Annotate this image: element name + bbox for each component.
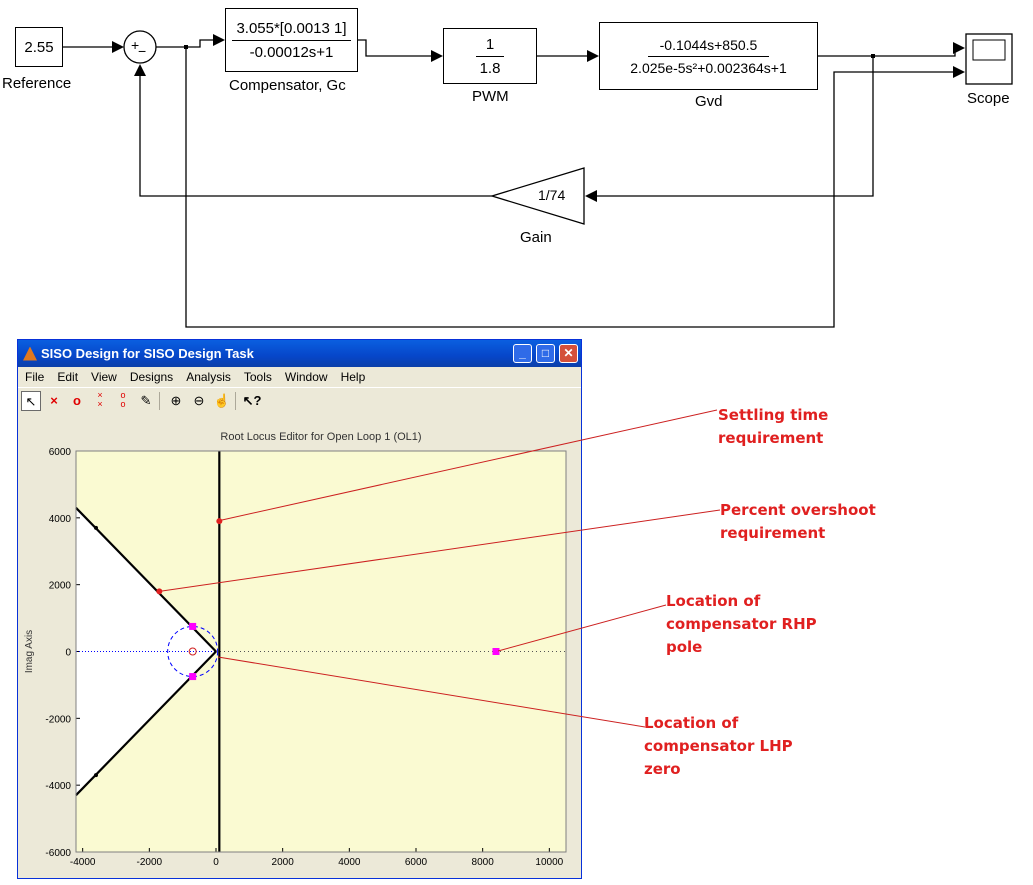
compensator-label: Compensator, Gc [229,77,346,94]
gvd-numerator: -0.1044s+850.5 [647,37,770,57]
closed-loop-pole-marker [492,648,500,655]
eraser-icon[interactable]: ✎ [140,393,152,408]
y-tick-label: 2000 [49,581,72,592]
reference-block[interactable]: 2.55 [15,27,63,67]
zoom-out-icon[interactable]: ⊖ [193,393,205,408]
menu-edit[interactable]: Edit [57,370,79,384]
compensator-denominator: -0.00012s+1 [249,43,334,61]
menu-designs[interactable]: Designs [129,370,174,384]
gvd-block[interactable]: -0.1044s+850.5 2.025e-5s²+0.002364s+1 [599,22,818,90]
toolbar-separator [235,392,236,410]
x-tick-label: 8000 [472,857,495,868]
pwm-numerator: 1 [475,36,505,57]
add-zero-icon[interactable]: o [73,393,81,408]
x-tick-label: -4000 [70,857,96,868]
compensator-zero-marker [188,647,197,656]
toolbar-separator [159,392,160,410]
annotation-overshoot: Percent overshoot requirement [720,501,876,542]
y-tick-label: -4000 [45,781,71,792]
zoom-in-icon[interactable]: ⊕ [170,393,182,408]
pointer-icon[interactable]: ↖ [21,391,41,411]
window-titlebar[interactable]: SISO Design for SISO Design Task _ □ ✕ [18,340,581,367]
sum-plus-sign: + [131,37,140,53]
reference-value: 2.55 [24,38,54,56]
pwm-denominator: 1.8 [479,59,501,77]
plot-title: Root Locus Editor for Open Loop 1 (OL1) [220,431,421,443]
x-tick-label: 6000 [405,857,428,868]
close-icon[interactable]: ✕ [559,344,578,363]
constraint-marker [94,525,98,530]
constraint-marker [156,588,163,595]
gain-value: 1/74 [538,187,566,203]
x-tick-label: 4000 [338,857,361,868]
y-tick-label: 4000 [49,514,72,525]
maximize-icon[interactable]: □ [536,344,555,363]
gvd-label: Gvd [695,93,723,110]
x-tick-label: 10000 [535,857,563,868]
add-complex-pole-icon[interactable]: ×× [97,390,103,409]
pwm-block[interactable]: 1 1.8 [443,28,537,84]
reference-label: Reference [2,75,72,92]
gain-block[interactable]: 1/74 [492,168,584,224]
minimize-icon[interactable]: _ [513,344,532,363]
closed-loop-pole-marker [189,673,197,681]
root-locus-plot[interactable]: Root Locus Editor for Open Loop 1 (OL1) I… [18,414,581,880]
siso-design-window: SISO Design for SISO Design Task _ □ ✕ F… [17,339,582,879]
annotation-settling-time: Settling time requirement [718,406,829,447]
menu-view[interactable]: View [91,370,117,384]
x-tick-label: 0 [213,857,219,868]
help-icon[interactable]: ↖? [242,393,262,408]
menu-help[interactable]: Help [340,370,366,384]
y-tick-label: 0 [65,648,71,659]
gain-label: Gain [520,229,552,246]
menu-window[interactable]: Window [284,370,328,384]
add-pole-icon[interactable]: × [50,393,58,408]
menu-tools[interactable]: Tools [243,370,272,384]
closed-loop-pole-marker [189,622,197,630]
y-tick-label: -6000 [45,848,71,859]
pan-hand-icon[interactable]: ☝ [213,393,231,408]
y-tick-label: 6000 [49,447,72,458]
scope-label: Scope [967,90,1010,107]
block-diagram-wires [63,30,1013,328]
y-axis-label: Imag Axis [24,630,35,673]
constraint-marker [94,773,98,778]
compensator-numerator: 3.055*[0.0013 1] [232,20,351,41]
x-tick-label: -2000 [137,857,163,868]
scope-block[interactable] [966,34,1012,84]
annotation-rhp-pole: Location of compensator RHP pole [666,592,817,656]
annotation-lhp-zero: Location of compensator LHP zero [644,714,793,778]
locus-circle-branch [167,625,219,678]
menu-analysis[interactable]: Analysis [186,370,231,384]
matlab-logo-icon [23,346,37,361]
menu-file[interactable]: File [25,370,45,384]
root-locus-editor[interactable]: Root Locus Editor for Open Loop 1 (OL1) I… [18,414,581,878]
menu-bar: File Edit View Designs Analysis Tools Wi… [18,367,581,387]
pwm-label: PWM [472,88,509,105]
sum-minus-sign: − [138,43,147,59]
gvd-denominator: 2.025e-5s²+0.002364s+1 [630,59,787,76]
x-tick-label: 2000 [272,857,295,868]
compensator-block[interactable]: 3.055*[0.0013 1] -0.00012s+1 [225,8,358,72]
y-tick-label: -2000 [45,714,71,725]
constraint-marker [216,518,223,525]
sum-block[interactable]: + − [124,31,156,63]
window-title: SISO Design for SISO Design Task [41,346,254,361]
